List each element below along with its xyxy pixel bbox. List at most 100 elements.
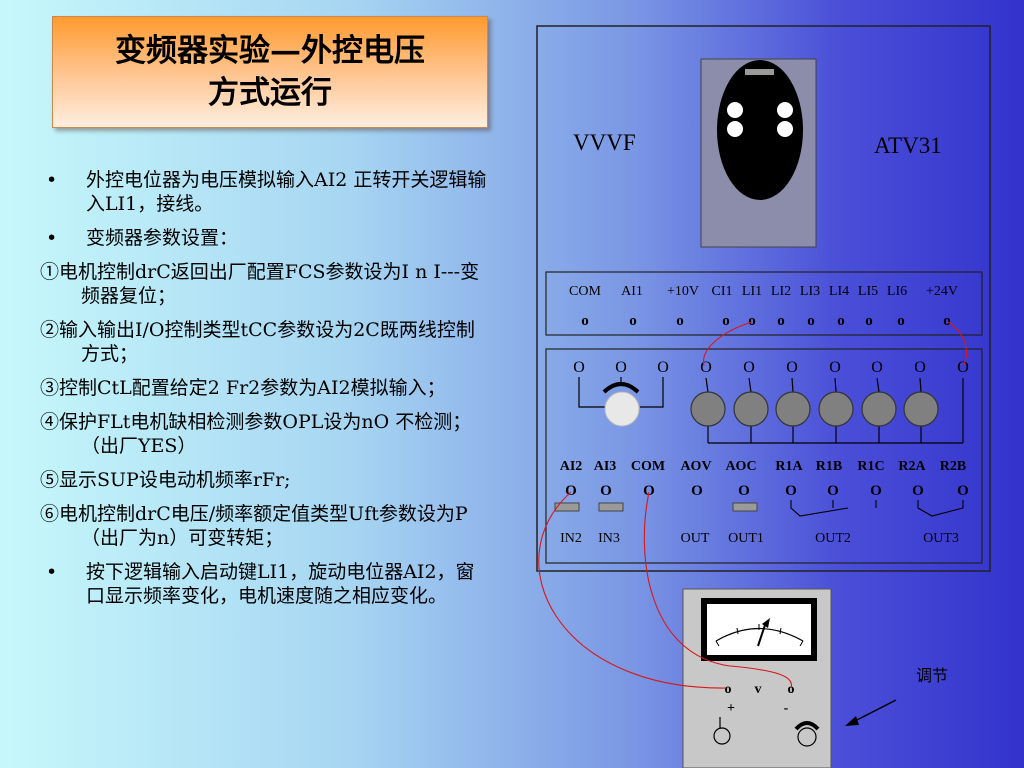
upper-terminal-label: AI1 [621, 284, 643, 299]
parameter-step: ⑤显示SUP设电动机频率rFr; [40, 469, 291, 491]
lower-terminal-bottom-contact: O [957, 483, 969, 499]
lower-terminal-top-contact: O [657, 359, 669, 376]
upper-terminal-contact: o [629, 313, 637, 329]
voltmeter-adjust-knob [797, 727, 817, 747]
upper-terminal-contact: o [748, 313, 756, 329]
upper-terminal-strip: COM o AI1 o +10V o CI1 o LI1 o LI2 o LI3 o LI4 o LI5 o LI6… [569, 284, 958, 329]
upper-terminal-contact: o [807, 313, 815, 329]
logic-switch-knob [861, 391, 897, 427]
parameter-step: ⑥电机控制drC电压/频率额定值类型Uft参数设为P（出厂为n）可变转矩； [40, 503, 468, 549]
lower-terminal-label: AI2 [560, 459, 583, 474]
diagram-frames [536, 25, 991, 572]
lower-terminal-bottom-contact: O [565, 483, 577, 499]
lower-terminal-label: R2B [940, 459, 966, 474]
lower-terminal-top-contact: O [786, 359, 798, 376]
voltmeter-minus-label: - [784, 701, 789, 716]
upper-terminal-label: +10V [667, 284, 699, 299]
voltmeter-plus-label: + [727, 701, 735, 716]
lower-terminal-label: AOC [725, 459, 756, 474]
voltmeter-left-knob [713, 727, 731, 745]
voltmeter-needle [757, 621, 767, 647]
upper-terminal-label: CI1 [712, 284, 733, 299]
voltmeter-scale-tick [799, 640, 804, 647]
instruction-text: 按下逻辑输入启动键LI1，旋动电位器AI2，窗口显示频率变化，电机速度随之相应变… [86, 561, 475, 607]
wires [538, 321, 967, 689]
voltmeter-unit-label: v [755, 682, 762, 697]
bullet-marker: • [46, 227, 58, 249]
output-label: OUT [681, 531, 710, 546]
instruction-text: 外控电位器为电压模拟输入AI2 正转开关逻辑输入LI1，接线。 [86, 169, 487, 215]
lower-terminal-label: COM [631, 459, 665, 474]
instruction-item: • 外控电位器为电压模拟输入AI2 正转开关逻辑输入LI1，接线。 [40, 168, 490, 216]
voltmeter-scale-tick [779, 627, 782, 635]
upper-terminal-contact: o [897, 313, 905, 329]
inverter-label-vvvf: VVVF [573, 130, 636, 155]
upper-terminal-contact: o [837, 313, 845, 329]
adjust-arrow-line [852, 699, 897, 723]
upper-terminal-label: LI3 [800, 284, 820, 299]
logic-switch-knob [775, 391, 811, 427]
upper-terminal-label: LI4 [829, 284, 849, 299]
potentiometer-lead-left [578, 377, 608, 408]
inverter-keypad-button [777, 121, 793, 137]
bullet-marker: • [46, 169, 58, 191]
upper-terminal-label: COM [569, 284, 601, 299]
lower-terminal-top-contact: O [743, 359, 755, 376]
upper-terminal-label: LI1 [742, 284, 762, 299]
voltmeter-scale-tick [736, 627, 739, 635]
inverter-keypad-button [727, 102, 743, 118]
adjust-label: 调节 [916, 667, 948, 685]
wire-ai2-meter-plus [538, 491, 727, 689]
lower-terminal-bottom-contact: O [827, 483, 839, 499]
relay-contact-r1 [790, 500, 849, 517]
lower-terminal-label: R1B [816, 459, 842, 474]
switch-lead-top [748, 377, 752, 393]
lower-terminal-label: R1C [857, 459, 884, 474]
parameter-step: ①电机控制drC返回出厂配置FCS参数设为I n I---变频器复位； [40, 261, 480, 307]
inverter-keypad-oval [717, 60, 803, 200]
output-label: OUT3 [923, 531, 959, 546]
instruction-text: 变频器参数设置： [86, 227, 239, 249]
switch-lead-top [834, 377, 837, 393]
wire-24v-bus [947, 321, 967, 367]
output-selector-bar [554, 502, 580, 512]
potentiometer-arc [602, 382, 640, 394]
instruction-list: • 外控电位器为电压模拟输入AI2 正转开关逻辑输入LI1，接线。 • 变频器参… [40, 168, 490, 618]
lower-terminal-bottom-contact: O [785, 483, 797, 499]
switch-lead-top [876, 377, 880, 393]
voltmeter-terminal-plus: o [725, 682, 732, 697]
voltmeter-needle-tip [762, 618, 770, 628]
adjust-arrow-head [845, 716, 859, 726]
lower-terminal-bottom-contact: O [912, 483, 924, 499]
upper-terminal-label: LI5 [858, 284, 878, 299]
inverter-display-slot [745, 69, 774, 75]
inverter-keypad-button [727, 121, 743, 137]
upper-terminal-label: +24V [926, 284, 958, 299]
upper-terminal-label: LI2 [771, 284, 791, 299]
upper-terminal-label: LI6 [887, 284, 907, 299]
upper-terminal-contact: o [943, 313, 951, 329]
logic-switch-knob [903, 391, 939, 427]
output-label: IN3 [598, 531, 620, 546]
voltmeter-scale-tick [715, 640, 720, 647]
equipment-frame [536, 25, 991, 572]
lower-terminal-top-contact: O [573, 359, 585, 376]
upper-terminal-contact: o [722, 313, 730, 329]
upper-terminal-contact: o [777, 313, 785, 329]
lower-terminal-label: R1A [775, 459, 803, 474]
lower-terminal-top-contact: O [700, 359, 712, 376]
switch-lead-top [919, 377, 922, 393]
upper-terminal-contact: o [865, 313, 873, 329]
lower-terminal-top-contact: O [957, 359, 969, 376]
potentiometer-knob [604, 391, 640, 427]
output-selector-bar [598, 502, 624, 512]
inverter-keypad-button [777, 102, 793, 118]
upper-terminal-frame [545, 271, 983, 336]
lower-terminal-bottom-contact: O [643, 483, 655, 499]
upper-terminal-contact: o [581, 313, 589, 329]
relay-contact-r2 [917, 500, 964, 517]
instruction-item: • 按下逻辑输入启动键LI1，旋动电位器AI2，窗口显示频率变化，电机速度随之相… [40, 560, 490, 608]
